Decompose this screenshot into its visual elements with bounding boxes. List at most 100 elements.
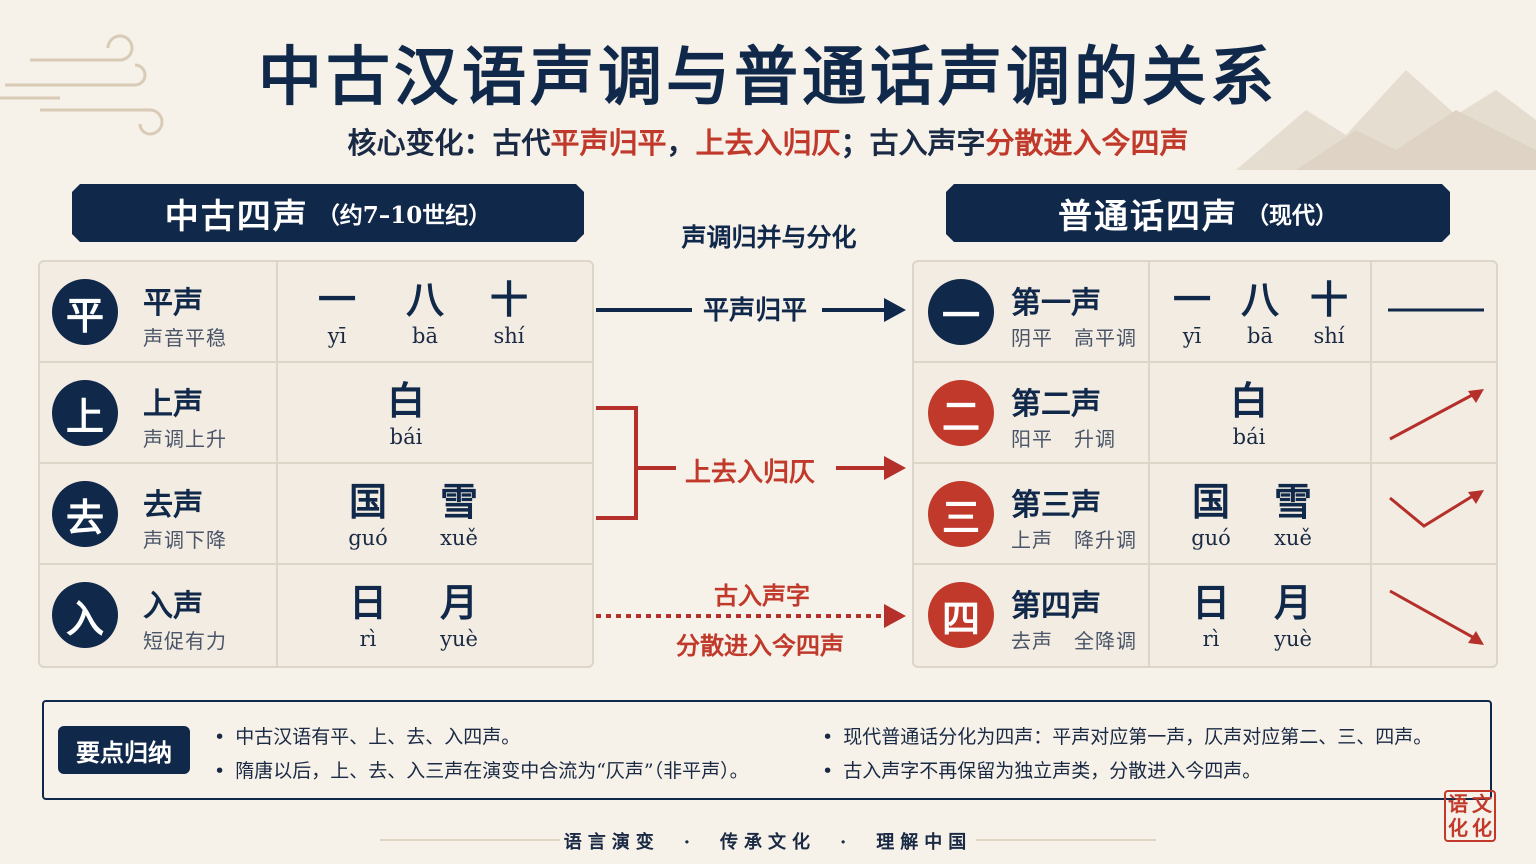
ru-mapping-label-1: 古入声字 [714,581,810,610]
tone-circle: 四 [928,582,994,648]
tone-name: 去声 [143,488,203,523]
tone-circle: 一 [928,279,994,345]
tone-name: 上声 [143,387,203,422]
cloud-decoration-icon [0,34,164,136]
tone-description: 声调上升 [143,427,227,451]
footer-rule [380,839,1156,841]
example-pinyin: guó [348,526,388,550]
example-hanzi: 一 [317,277,356,322]
tone-description: 上声 降升调 [1011,528,1137,552]
tone-name: 第四声 [1011,589,1101,624]
subtitle-highlight-ru: 分散进入今四声 [985,126,1189,160]
page-title: 中古汉语声调与普通话声调的关系 [258,40,1278,115]
tone-name: 第一声 [1011,286,1101,321]
seal-char: 文 [1472,792,1492,816]
summary-bullet: 古入声字不再保留为独立声类，分散进入今四声。 [822,756,1261,783]
summary-badge: 要点归纳 [58,726,190,774]
tone-mapping-connectors [596,298,906,628]
example-pinyin: rì [359,627,377,651]
tone-description: 短促有力 [143,629,227,653]
table-divider [1370,262,1372,666]
seal-char: 语 [1448,792,1468,816]
level-tone-contour-icon [1388,308,1484,312]
culture-seal-stamp-icon: 语 文 化 化 [1444,790,1496,842]
summary-box: 要点归纳 中古汉语有平、上、去、入四声。 隋唐以后，上、去、入三声在演变中合流为… [42,700,1492,800]
example-pinyin: shí [1313,324,1345,348]
example-hanzi: 八 [405,277,444,322]
tone-description: 去声 全降调 [1011,629,1137,653]
example-hanzi: 国 [348,479,387,524]
tone-circle: 去 [52,481,118,547]
ping-mapping-label: 平声归平 [703,296,808,326]
example-hanzi: 十 [1309,277,1348,322]
seal-char: 化 [1448,816,1468,840]
modern-banner-title: 普通话四声 [1058,196,1238,237]
example-pinyin: shí [493,324,525,348]
example-hanzi: 雪 [439,479,478,524]
tone-name: 平声 [143,286,203,321]
example-hanzi: 月 [1273,580,1312,625]
example-hanzi: 国 [1191,479,1230,524]
seal-char: 化 [1472,816,1492,840]
mountain-decoration-icon [1236,70,1536,170]
modern-banner-period: （现代） [1246,202,1338,229]
table-divider [1148,262,1150,666]
example-hanzi: 一 [1172,277,1211,322]
table-divider [276,262,278,666]
example-pinyin: yī [1182,324,1202,348]
tone-description: 阳平 升调 [1011,427,1116,451]
example-hanzi: 月 [439,580,478,625]
example-hanzi: 日 [348,580,387,625]
subtitle-sep-2: ；古入声字 [840,126,986,160]
example-hanzi: 白 [1229,378,1268,423]
example-pinyin: xuě [440,526,478,550]
ze-arrow-head-icon [884,456,906,480]
summary-bullet: 中古汉语有平、上、去、入四声。 [214,722,520,749]
example-pinyin: yuè [440,627,478,651]
falling-tone-contour-icon [1389,589,1484,645]
example-pinyin: yuè [1274,627,1312,651]
example-pinyin: bái [1232,425,1266,449]
rising-tone-contour-icon [1389,389,1484,441]
subtitle-highlight-ping: 平声归平 [550,126,667,160]
subtitle-highlight-ze: 上去入归仄 [695,126,841,160]
page-subtitle: 核心变化：古代平声归平，上去入归仄；古入声字分散进入今四声 [0,120,1536,162]
ze-mapping-label: 上去入归仄 [685,458,816,488]
subtitle-sep-1: ， [666,126,696,160]
example-hanzi: 八 [1240,277,1279,322]
example-pinyin: bái [389,425,423,449]
ru-mapping-label-2: 分散进入今四声 [676,631,844,660]
example-pinyin: rì [1202,627,1220,651]
tone-description: 阴平 高平调 [1011,326,1137,350]
footer-slogan: 语言演变 · 传承文化 · 理解中国 [563,832,973,853]
ancient-banner-title: 中古四声 [164,196,309,237]
modern-tones-banner: 普通话四声 （现代） [946,184,1450,242]
middle-heading: 声调归并与分化 [681,223,857,252]
tone-circle: 平 [52,279,118,345]
ze-bracket [596,406,638,520]
summary-bullet: 现代普通话分化为四声：平声对应第一声，仄声对应第二、三、四声。 [822,722,1432,749]
example-pinyin: bā [412,324,438,348]
example-hanzi: 白 [386,378,425,423]
tone-name: 第二声 [1011,387,1101,422]
tone-circle: 三 [928,481,994,547]
